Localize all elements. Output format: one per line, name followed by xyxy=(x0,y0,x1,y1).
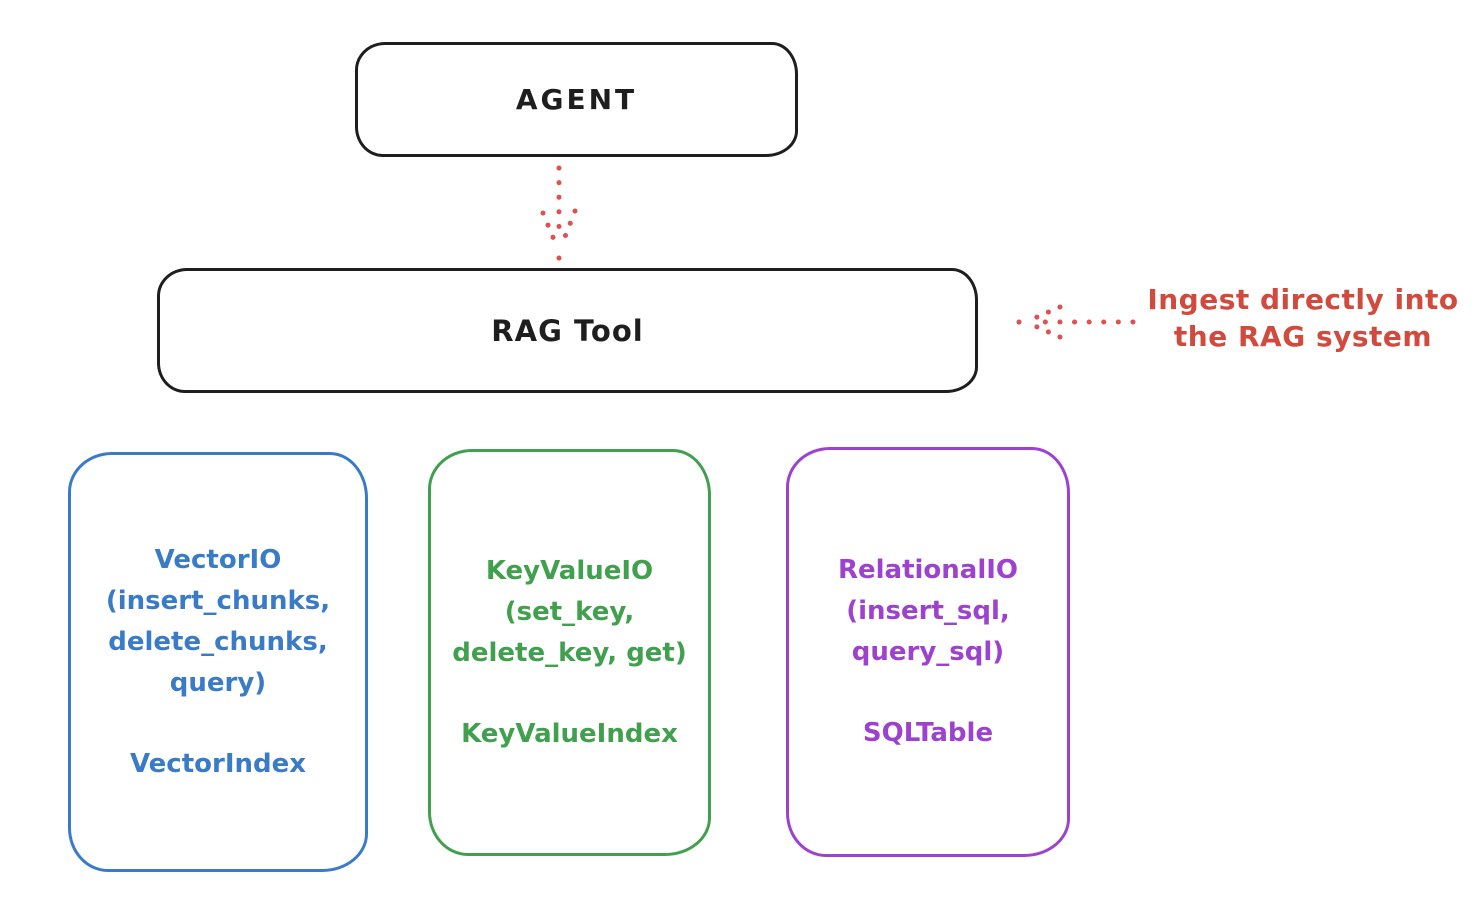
keyvalue-io-functions: KeyValueIO (set_key, delete_key, get) xyxy=(452,551,687,674)
ingest-arrow-icon xyxy=(1016,304,1136,340)
relational-io-line: RelationalIO xyxy=(837,555,1019,585)
sql-table-label: SQLTable xyxy=(862,718,994,748)
vector-io-line: query) xyxy=(169,667,267,698)
agent-box: AGENT xyxy=(355,42,798,157)
keyvalue-io-line: KeyValueIO xyxy=(485,555,654,586)
vector-io-line: (insert_chunks, xyxy=(105,585,331,616)
agent-box-label: AGENT xyxy=(515,83,638,116)
rag-tool-box-label: RAG Tool xyxy=(491,313,644,348)
keyvalue-io-line: (set_key, xyxy=(504,596,635,627)
relational-io-line: query_sql) xyxy=(851,637,1005,667)
ingest-annotation-line2: the RAG system xyxy=(1173,320,1433,353)
ingest-annotation-line1: Ingest directly into xyxy=(1147,283,1459,316)
vector-io-functions: VectorIO (insert_chunks, delete_chunks, … xyxy=(106,540,330,704)
relational-io-functions: RelationalIO (insert_sql, query_sql) xyxy=(838,550,1018,673)
vector-index-label: VectorIndex xyxy=(129,748,307,779)
rag-tool-box: RAG Tool xyxy=(157,268,978,393)
vector-io-box: VectorIO (insert_chunks, delete_chunks, … xyxy=(68,452,368,872)
ingest-annotation: Ingest directly into the RAG system xyxy=(1128,281,1478,355)
vector-io-line: VectorIO xyxy=(154,544,282,575)
agent-to-rag-arrow-icon xyxy=(540,165,578,261)
relational-io-box: RelationalIO (insert_sql, query_sql) SQL… xyxy=(786,447,1070,857)
keyvalue-index-label: KeyValueIndex xyxy=(461,718,678,749)
relational-io-line: (insert_sql, xyxy=(846,596,1010,626)
keyvalue-io-line: delete_key, get) xyxy=(452,637,687,668)
keyvalue-io-box: KeyValueIO (set_key, delete_key, get) Ke… xyxy=(428,449,711,856)
vector-io-line: delete_chunks, xyxy=(108,626,328,657)
